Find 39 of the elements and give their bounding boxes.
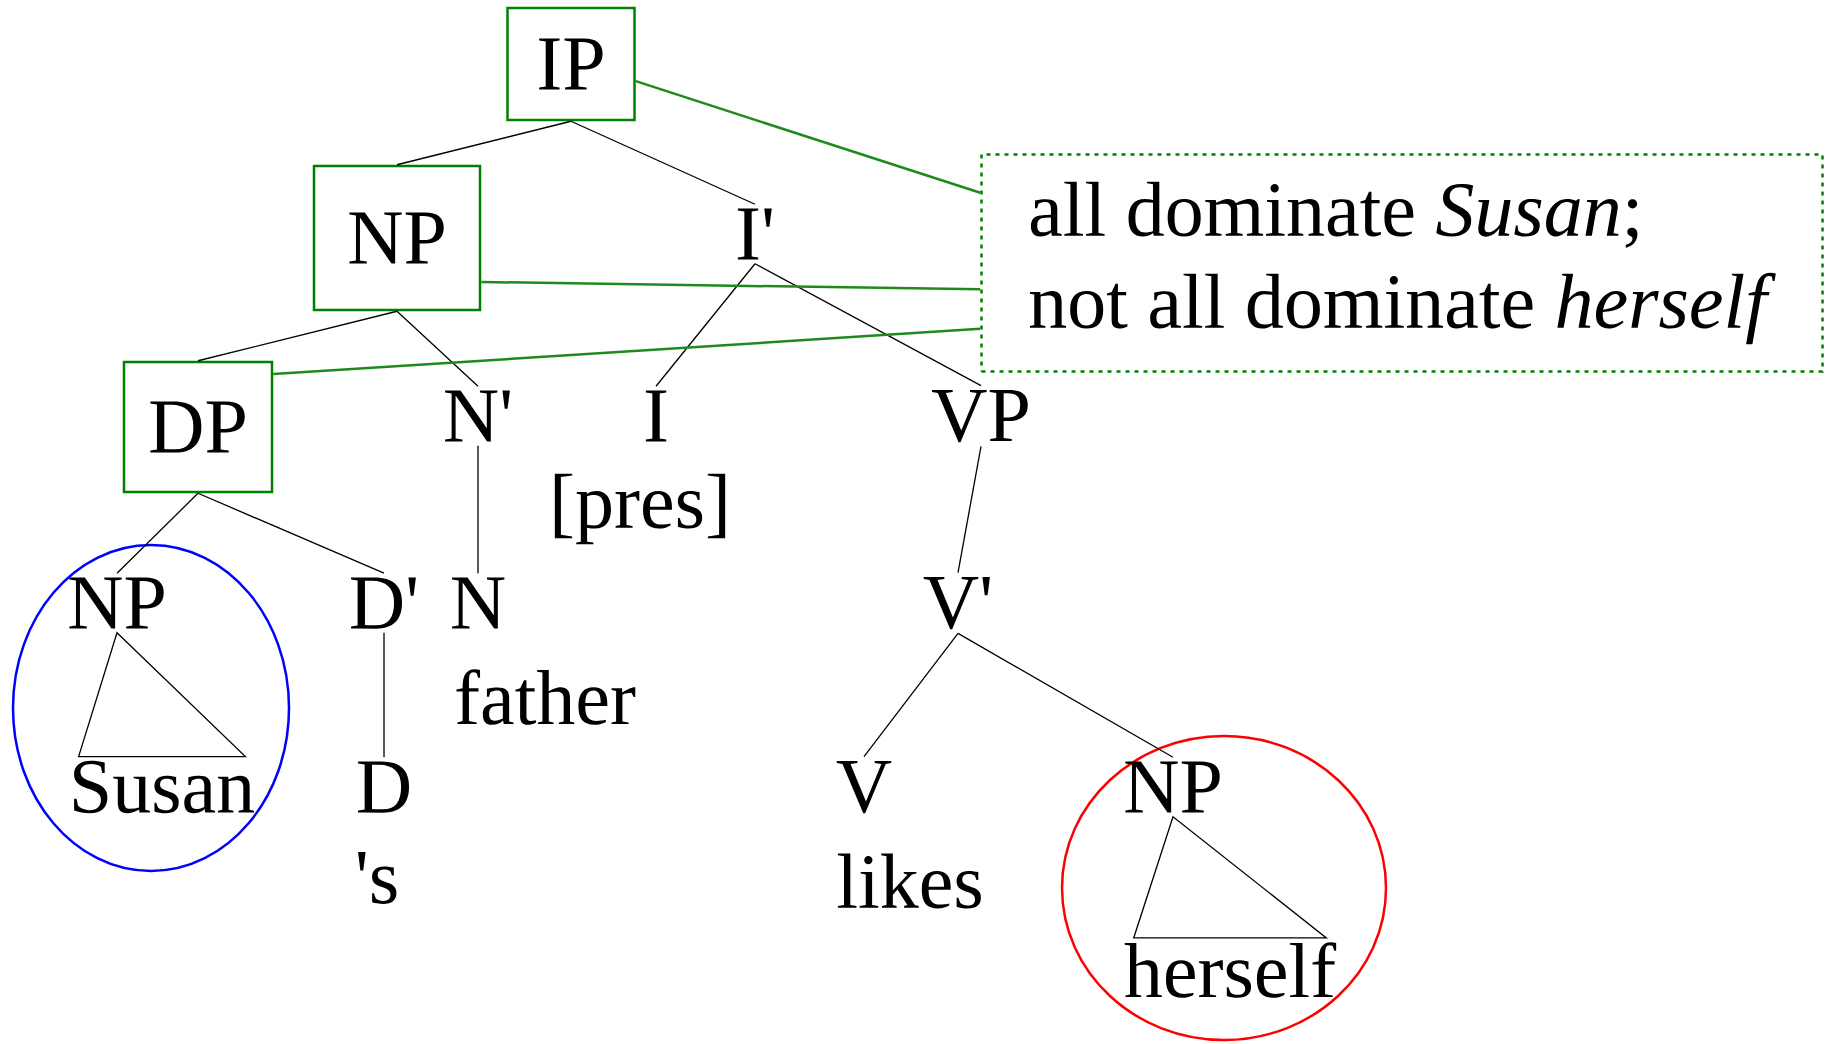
tree-label: D' xyxy=(351,577,416,629)
boxed-label: DP xyxy=(122,360,274,494)
tree-branch xyxy=(477,445,479,574)
tree-label: V xyxy=(836,760,892,814)
tree-branch xyxy=(754,263,982,387)
tree-branch xyxy=(863,632,959,758)
tree-label: V' xyxy=(923,576,990,630)
tree-label: Susan xyxy=(74,760,254,814)
tree-label: N xyxy=(452,577,505,629)
tree-branch xyxy=(957,445,982,574)
tree-branch xyxy=(396,120,572,166)
boxed-label: IP xyxy=(506,6,636,122)
circle xyxy=(1060,734,1388,1042)
tree-label: D xyxy=(358,761,410,813)
tree-label: VP xyxy=(932,389,1028,443)
tree-branch xyxy=(570,120,756,205)
tree-label: herself xyxy=(1124,942,1337,998)
boxed-label: NP xyxy=(312,164,482,312)
tree-label: NP xyxy=(1125,761,1220,813)
tree-branch xyxy=(197,310,398,362)
connector-line xyxy=(635,80,981,194)
tree-branch xyxy=(655,263,756,387)
tree-branch xyxy=(383,632,385,758)
tree-branch xyxy=(116,492,199,574)
tree-label: I xyxy=(645,390,667,442)
note-box: all dominate Susan; not all dominate herself xyxy=(980,153,1824,373)
tree-branch xyxy=(957,632,1174,758)
terminal-word: 's xyxy=(358,852,397,904)
tree-branch xyxy=(197,492,385,574)
tree-label: N' xyxy=(445,390,510,442)
terminal-word: father xyxy=(456,669,636,725)
tree-label: NP xyxy=(69,577,164,629)
terminal-word: likes xyxy=(837,853,981,909)
circle xyxy=(11,543,291,873)
tree-branch xyxy=(396,310,479,387)
connector-line xyxy=(481,280,981,291)
terminal-word: [pres] xyxy=(554,473,726,545)
tree-label: I' xyxy=(737,208,772,260)
connector-line xyxy=(273,327,981,376)
